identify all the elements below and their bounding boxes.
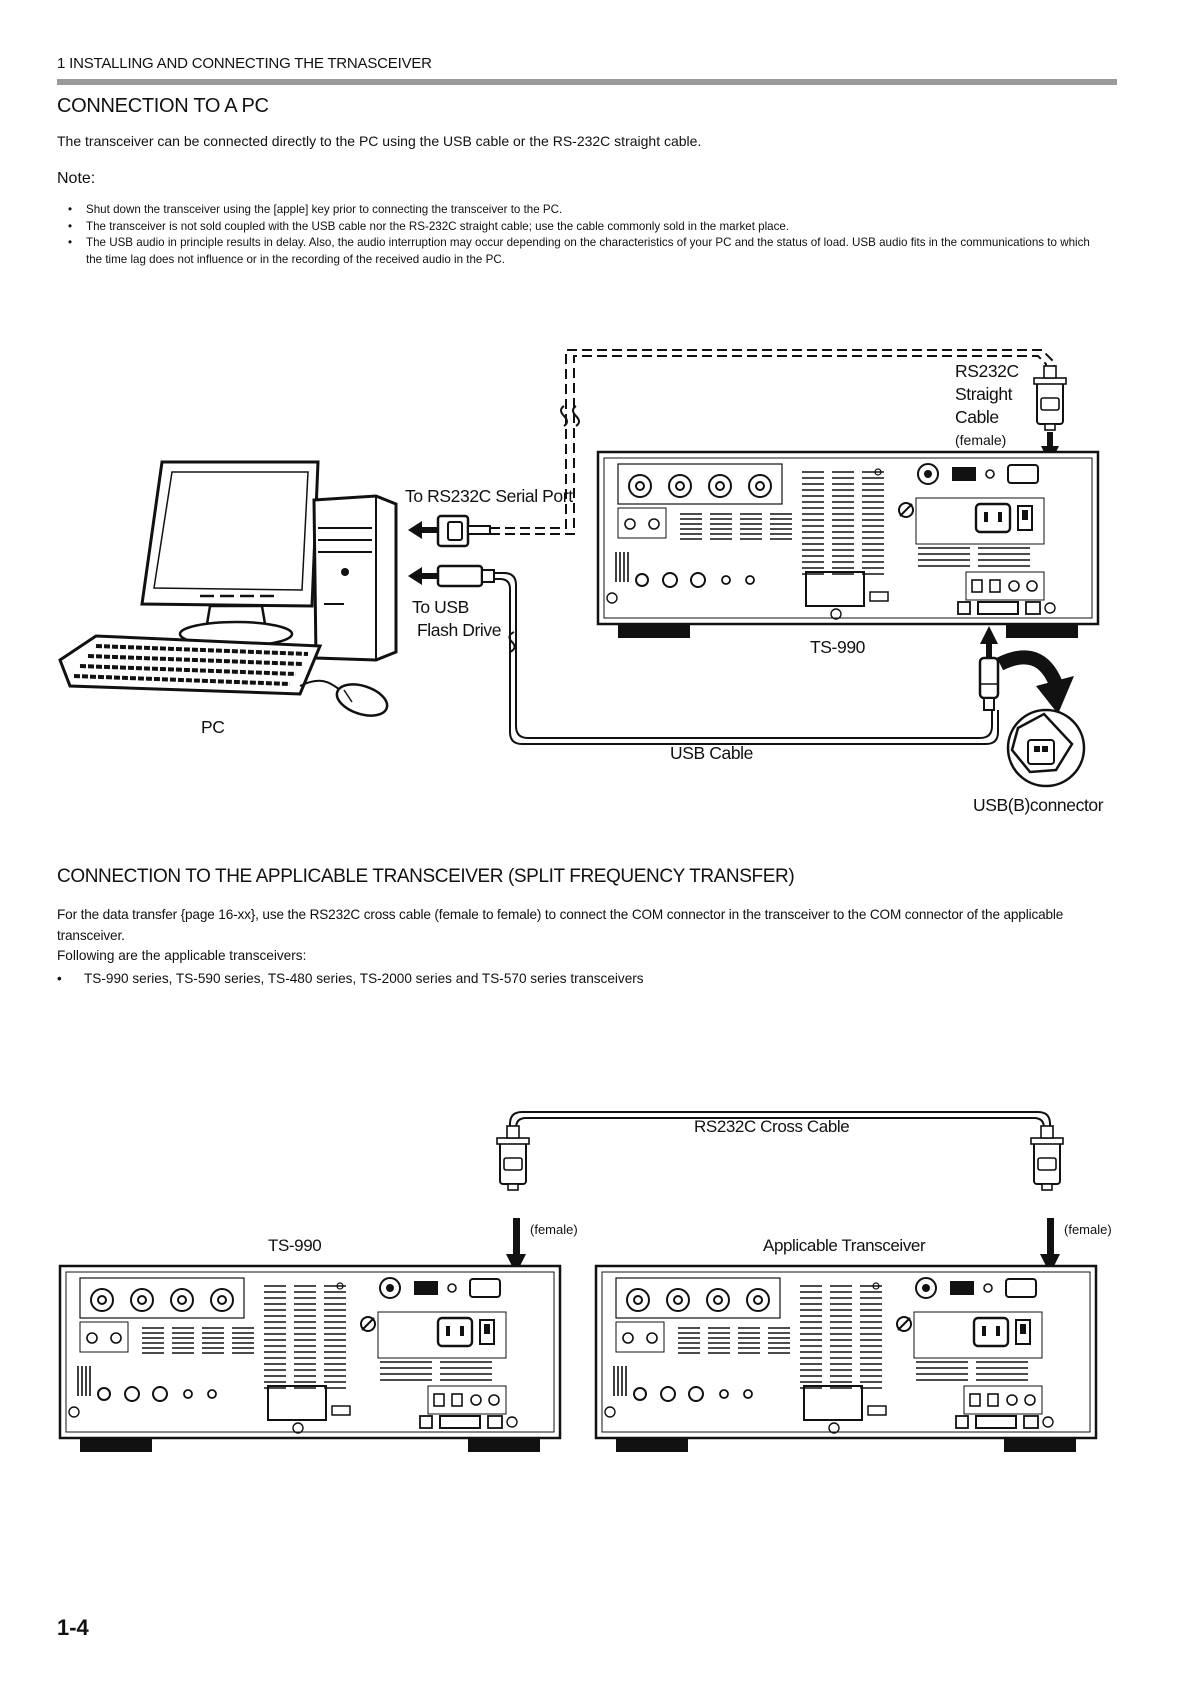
section-title-pc: CONNECTION TO A PC xyxy=(57,95,269,117)
label-rs232c: RS232C xyxy=(955,361,1019,381)
label-usb-cable: USB Cable xyxy=(670,743,753,763)
label-applicable-transceiver: Applicable Transceiver xyxy=(763,1236,926,1255)
zoom-arrow xyxy=(996,650,1074,714)
note-list: Shut down the transceiver using the [app… xyxy=(66,202,1106,268)
ts990-rear-panel-left xyxy=(58,1264,562,1454)
label-pc: PC xyxy=(201,717,225,737)
section-title-transceiver: CONNECTION TO THE APPLICABLE TRANSCEIVER… xyxy=(57,866,795,887)
usb-cable xyxy=(494,572,999,745)
label-usb-b-connector: USB(B)connector xyxy=(973,795,1104,815)
section2-paragraph: For the data transfer {page 16-xx}, use … xyxy=(57,907,1064,943)
pc-mouse xyxy=(299,679,389,717)
usb-a-plug xyxy=(408,564,495,588)
note-item: The transceiver is not sold coupled with… xyxy=(66,219,1106,236)
label-female: (female) xyxy=(955,432,1007,448)
section2-applicable-intro: Following are the applicable transceiver… xyxy=(57,948,307,963)
page-number: 1-4 xyxy=(57,1615,89,1640)
chapter-header: 1 INSTALLING AND CONNECTING THE TRNASCEI… xyxy=(57,55,432,72)
label-cable: Cable xyxy=(955,407,999,427)
section-intro: The transceiver can be connected directl… xyxy=(57,133,702,149)
cross-cable-female-left xyxy=(496,1125,530,1191)
label-flash-drive: Flash Drive xyxy=(417,620,502,640)
pc-monitor xyxy=(140,460,320,648)
label-straight: Straight xyxy=(955,384,1013,404)
section2-bullet: •TS-990 series, TS-590 series, TS-480 se… xyxy=(57,971,644,986)
label-ts990-left: TS-990 xyxy=(268,1236,322,1255)
cross-cable-female-right xyxy=(1030,1125,1064,1191)
header-rule xyxy=(57,79,1117,85)
usb-b-connector-detail xyxy=(1006,708,1086,788)
label-to-serial-port: To RS232C Serial Port xyxy=(405,486,573,506)
rs232c-female-connector xyxy=(1033,365,1067,431)
usb-b-plug xyxy=(978,626,1000,711)
label-female-left: (female) xyxy=(530,1222,578,1237)
ts990-rear-panel xyxy=(596,450,1100,640)
note-item: The USB audio in principle results in de… xyxy=(66,235,1106,268)
label-cross-cable: RS232C Cross Cable xyxy=(694,1117,850,1136)
applicable-transceiver-rear-panel xyxy=(594,1264,1098,1454)
label-to-usb: To USB xyxy=(412,597,469,617)
pc-keyboard xyxy=(58,634,323,696)
section2-bullet-text: TS-990 series, TS-590 series, TS-480 ser… xyxy=(84,971,644,986)
serial-plug xyxy=(408,514,491,548)
label-female-right: (female) xyxy=(1064,1222,1112,1237)
pc-tower xyxy=(312,494,398,662)
note-heading: Note: xyxy=(57,170,96,187)
rs232c-cross-cable xyxy=(509,1111,1051,1130)
note-item: Shut down the transceiver using the [app… xyxy=(66,202,1106,219)
label-ts990: TS-990 xyxy=(810,637,865,657)
